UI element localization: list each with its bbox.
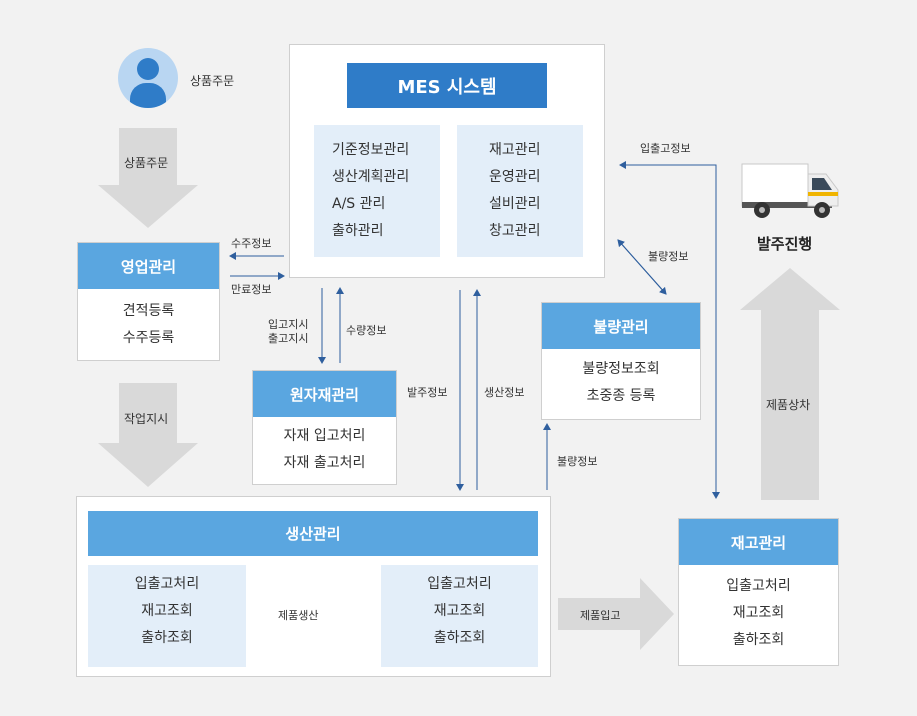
mes-right-item: 운영관리: [489, 169, 541, 185]
purchase-info-label: 발주정보: [407, 386, 448, 399]
mes-left-item: A/S 관리: [332, 196, 386, 212]
make-arrow-label: 제품생산: [278, 609, 319, 622]
inventory-title: 재고관리: [679, 519, 838, 565]
customer-avatar: [118, 48, 178, 108]
material-box: 원자재관리 자재 입고처리 자재 출고처리: [252, 370, 397, 485]
mes-left-item: 생산계획관리: [332, 169, 410, 185]
production-right-item: 재고조회: [433, 603, 486, 619]
stock-in-arrow-label: 제품입고: [580, 609, 621, 622]
sales-title: 영업관리: [78, 243, 219, 289]
production-title: 생산관리: [88, 511, 538, 556]
defect-item: 불량정보조회: [582, 361, 660, 377]
production-right-panel: 입출고처리 재고조회 출하조회: [381, 565, 538, 667]
defect-box: 불량관리 불량정보조회 초중종 등록: [541, 302, 701, 420]
user-icon: [137, 58, 159, 80]
defect-info-bottom-label: 불량정보: [557, 455, 598, 468]
material-items: 자재 입고처리 자재 출고처리: [253, 423, 396, 477]
inventory-box: 재고관리 입출고처리 재고조회 출하조회: [678, 518, 839, 666]
in-order-text: 입고지시: [268, 318, 309, 331]
sales-item: 견적등록: [122, 303, 175, 319]
defect-info-top-line-back: [617, 239, 667, 295]
customer-label: 상품주문: [190, 74, 235, 88]
out-order-text: 출고지시: [268, 332, 309, 345]
inventory-item: 입출고처리: [726, 578, 791, 594]
sales-box: 영업관리 견적등록 수주등록: [77, 242, 220, 361]
production-right-item: 출하조회: [433, 630, 486, 646]
sales-items: 견적등록 수주등록: [78, 298, 219, 352]
mes-title: MES 시스템: [347, 63, 547, 108]
inout-info-label: 입출고정보: [640, 142, 691, 155]
sales-item: 수주등록: [122, 330, 175, 346]
mes-left-item: 출하관리: [332, 223, 384, 239]
in-out-order-label: 입고지시 출고지시: [268, 318, 308, 346]
inventory-item: 출하조회: [732, 632, 785, 648]
mes-left-panel: 기준정보관리 생산계획관리 A/S 관리 출하관리: [314, 125, 440, 257]
production-box: 생산관리 입출고처리 재고조회 출하조회 입출고처리 재고조회 출하조회: [76, 496, 551, 677]
mes-right-item: 설비관리: [489, 196, 541, 212]
inventory-item: 재고조회: [732, 605, 785, 621]
material-title: 원자재관리: [253, 371, 396, 417]
mes-left-item: 기준정보관리: [332, 142, 410, 158]
production-right-item: 입출고처리: [427, 576, 492, 592]
inout-info-line: [619, 161, 717, 498]
production-left-item: 입출고처리: [134, 576, 200, 592]
defect-item: 초중종 등록: [586, 388, 656, 404]
mes-right-item: 창고관리: [489, 223, 541, 239]
production-info-label: 생산정보: [484, 386, 525, 399]
defect-info-top-label: 불량정보: [648, 250, 689, 263]
truck-icon: [740, 162, 844, 222]
defect-items: 불량정보조회 초중종 등록: [542, 356, 700, 410]
production-left-item: 재고조회: [141, 603, 193, 619]
truck-label: 발주진행: [757, 235, 813, 253]
order-arrow-label: 상품주문: [124, 156, 169, 170]
inventory-items: 입출고처리 재고조회 출하조회: [679, 573, 838, 654]
material-item: 자재 입고처리: [283, 428, 366, 444]
qty-info-label: 수량정보: [346, 324, 387, 337]
shipping-arrow-label: 제품상차: [766, 398, 811, 412]
work-order-label: 작업지시: [124, 412, 169, 426]
stock-in-right-arrow: [558, 578, 674, 650]
shipping-up-arrow: [740, 268, 840, 500]
mes-right-item: 재고관리: [489, 142, 541, 158]
production-left-item: 출하조회: [141, 630, 193, 646]
order-info-label: 수주정보: [231, 237, 272, 250]
mes-right-panel: 재고관리 운영관리 설비관리 창고관리: [457, 125, 583, 257]
production-left-panel: 입출고처리 재고조회 출하조회: [88, 565, 246, 667]
order-down-arrow: [98, 128, 198, 228]
work-order-down-arrow: [98, 383, 198, 487]
mes-system-box: MES 시스템 기준정보관리 생산계획관리 A/S 관리 출하관리 재고관리 운…: [289, 44, 605, 278]
done-info-label: 만료정보: [231, 283, 272, 296]
defect-title: 불량관리: [542, 303, 700, 349]
material-item: 자재 출고처리: [283, 455, 366, 471]
